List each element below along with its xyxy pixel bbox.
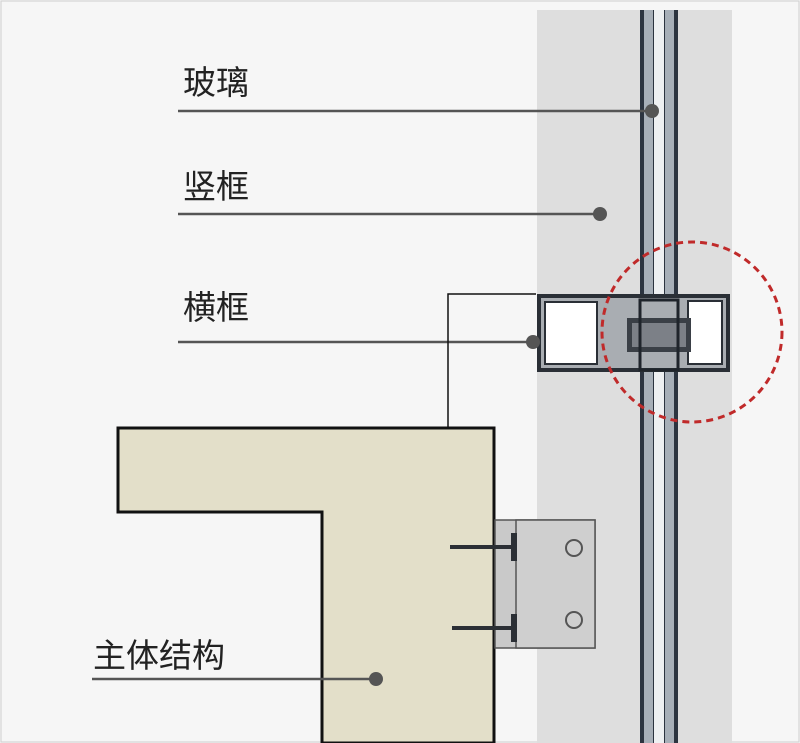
highlight-circle-icon xyxy=(600,240,784,424)
glass-panel xyxy=(640,10,678,743)
anchor-bolts xyxy=(450,533,517,642)
mullion-dot-icon xyxy=(593,207,607,221)
transom-profile xyxy=(537,294,730,372)
bolt-hole-icon xyxy=(565,611,583,629)
mullion-label: 竖框 xyxy=(183,167,249,206)
main-structure-shape xyxy=(116,426,496,743)
bolt-hole-icon xyxy=(565,539,583,557)
glass-label: 玻璃 xyxy=(183,63,249,102)
structure-dot-icon xyxy=(369,672,383,686)
transom-connector-line xyxy=(447,293,536,428)
transom-label: 横框 xyxy=(183,288,249,327)
glass-dot-icon xyxy=(645,104,659,118)
main-structure-label: 主体结构 xyxy=(93,636,225,675)
transom-dot-icon xyxy=(526,335,540,349)
